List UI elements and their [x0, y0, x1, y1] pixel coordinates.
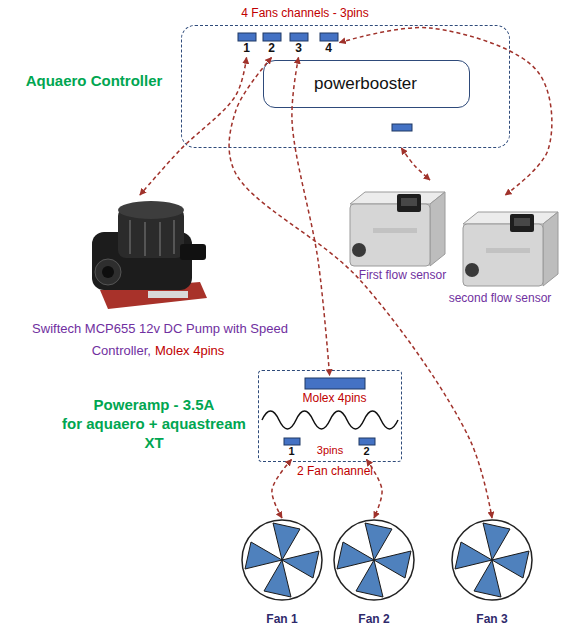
pump-illustration	[92, 201, 207, 309]
cable-connector	[340, 28, 552, 195]
text-block: Fan 2	[332, 612, 416, 626]
connector-pin	[290, 33, 308, 41]
text-block: 1	[236, 41, 258, 55]
text-block: 2	[261, 41, 283, 55]
controller-box: 1234powerboosterAquaero Controller	[181, 25, 510, 148]
cable-connector	[140, 58, 247, 196]
text-block: First flow sensor	[340, 268, 465, 282]
node-label: Molex 4pins	[300, 391, 370, 405]
flow-sensor-node: First flow sensor	[340, 180, 465, 285]
text-block: second flow sensor	[435, 291, 565, 305]
node-label: Fan 1	[240, 612, 324, 626]
pump-fin	[129, 220, 131, 254]
connector-pin	[284, 438, 300, 445]
text-block: Swiftech MCP655 12v DC Pump with Speed C…	[10, 318, 310, 362]
node-label: 2	[261, 41, 283, 55]
fan-illustration	[334, 520, 414, 600]
powerbooster-box: powerbooster	[263, 60, 470, 108]
text-block: 4	[318, 41, 340, 55]
cable-connector	[292, 58, 330, 376]
text-block: 3	[288, 41, 310, 55]
node-label: Fan 2	[332, 612, 416, 626]
channel-note: 4 Fans channels - 3pins	[200, 6, 410, 20]
pump-outlet	[180, 244, 206, 260]
text-block: Poweramp - 3.5Afor aquaero + aquastream …	[59, 395, 249, 452]
connector-pin	[320, 33, 338, 41]
connector-pin	[263, 33, 281, 41]
cable-connector	[401, 148, 430, 180]
fan-node: Fan 1	[240, 518, 324, 630]
pump-inlet-hole	[102, 266, 114, 278]
pump-fin	[144, 222, 146, 256]
fan-channel-connector: 1	[282, 436, 302, 460]
pump-node: Swiftech MCP655 12v DC Pump with Speed C…	[10, 195, 310, 360]
fan-node: Fan 3	[450, 518, 534, 630]
channel-note: 2 Fan channel	[270, 464, 400, 478]
flow-sensor-node: second flow sensor	[435, 195, 565, 310]
cable-connector	[272, 460, 292, 519]
group-heading: for aquaero + aquastream XT	[59, 414, 249, 452]
text-block: 1	[282, 445, 302, 458]
node-label: Molex 4pins	[155, 343, 224, 358]
connector-pin	[359, 438, 375, 445]
text-block: Fan 3	[450, 612, 534, 626]
fan-channel-connector: 1	[236, 31, 258, 58]
text-block: 2	[357, 445, 377, 458]
node-label: First flow sensor	[340, 268, 465, 282]
fan-illustration	[452, 520, 532, 600]
pin-note: 3pins	[305, 444, 355, 456]
pump-fin	[173, 220, 175, 254]
group-heading: Poweramp - 3.5A	[59, 395, 249, 414]
connector-pin	[238, 33, 256, 41]
flow-sensor-illustration	[350, 192, 445, 266]
node-label: powerbooster	[264, 74, 468, 94]
molex-connector: Molex 4pins	[300, 376, 370, 406]
fan-channel-connector: 2	[357, 436, 377, 460]
node-label: Fan 3	[450, 612, 534, 626]
fan-node: Fan 2	[332, 518, 416, 630]
group-heading: Aquaero Controller	[14, 72, 174, 90]
cable-connector	[367, 460, 383, 519]
pump-motor-top	[118, 201, 184, 219]
node-label: 4	[318, 41, 340, 55]
text-block: powerbooster	[264, 74, 468, 94]
flow-sensor-illustration	[463, 212, 558, 286]
fan-channel-connector: 2	[261, 31, 283, 58]
pump-sticker	[148, 291, 188, 298]
fan-channel-connector: 4	[318, 31, 340, 58]
text-block: Aquaero Controller	[14, 72, 174, 90]
pump-fin	[159, 222, 161, 256]
molex-pin	[305, 378, 365, 389]
node-label: second flow sensor	[435, 291, 565, 305]
fan-channel-connector: 3	[288, 31, 310, 58]
wave-symbol	[262, 411, 398, 429]
text-block: Molex 4pins	[300, 391, 370, 405]
node-label: 1	[282, 445, 302, 458]
node-label: 1	[236, 41, 258, 55]
node-label: 3	[288, 41, 310, 55]
connector-pin	[392, 124, 412, 131]
text-block: Fan 1	[240, 612, 324, 626]
pump-inlet	[95, 259, 121, 285]
cable-connector	[229, 58, 492, 519]
node-label: 2	[357, 445, 377, 458]
fan-illustration	[242, 520, 322, 600]
